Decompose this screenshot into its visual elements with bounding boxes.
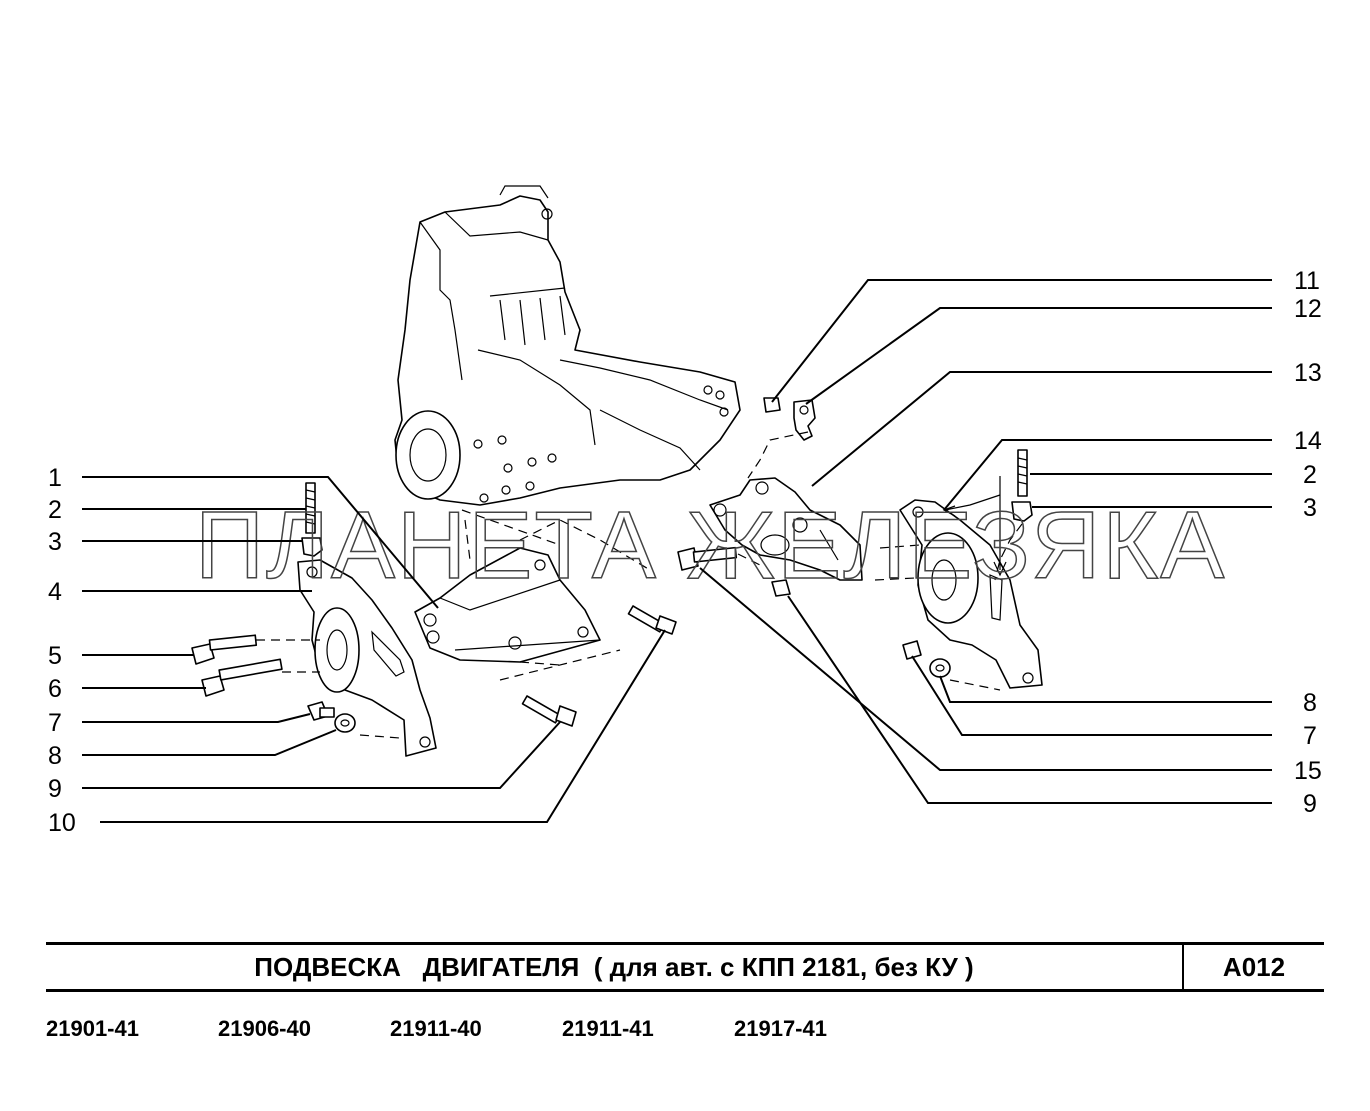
callout-left-9: 9 <box>48 775 62 803</box>
left-callouts: 1 2 3 4 5 6 7 8 9 10 <box>48 464 76 837</box>
model-code: 21906-40 <box>218 1016 311 1041</box>
right-small-bolt-7 <box>902 640 922 660</box>
clip-12 <box>793 399 816 441</box>
right-leader-lines <box>699 279 1272 804</box>
model-code: 21911-41 <box>562 1016 654 1041</box>
left-leader-lines <box>82 476 666 823</box>
diagram-code: А012 <box>1222 952 1286 982</box>
right-stud <box>1017 449 1028 497</box>
right-washer-8 <box>929 658 951 678</box>
callout-left-1: 1 <box>48 464 62 492</box>
right-nut-9 <box>771 579 791 597</box>
right-bolt-15 <box>677 546 738 571</box>
page-title: ПОДВЕСКА ДВИГАТЕЛЯ ( для авт. с КПП 2181… <box>254 952 974 982</box>
callout-right-2: 2 <box>1303 461 1317 489</box>
callout-left-4: 4 <box>48 578 62 606</box>
left-washer-8 <box>334 713 356 733</box>
callout-left-2: 2 <box>48 496 62 524</box>
right-transmission-bracket <box>709 477 863 581</box>
callout-right-3: 3 <box>1303 494 1317 522</box>
right-arrow <box>993 476 1007 577</box>
callout-right-9: 9 <box>1303 790 1317 818</box>
left-engine-mount <box>297 559 437 757</box>
callout-right-11: 11 <box>1294 267 1320 295</box>
engine-gearbox-assembly <box>394 185 741 506</box>
right-mount-support <box>899 499 1043 689</box>
callout-left-6: 6 <box>48 675 62 703</box>
left-bolt-10 <box>627 605 677 635</box>
right-callouts: 11 12 13 14 2 3 8 7 15 9 <box>1294 267 1322 818</box>
title-bar: ПОДВЕСКА ДВИГАТЕЛЯ ( для авт. с КПП 2181… <box>46 942 1324 992</box>
callout-left-3: 3 <box>48 528 62 556</box>
model-list: 21901-41 21906-40 21911-40 21911-41 2191… <box>46 1016 1046 1046</box>
callout-right-14: 14 <box>1294 427 1322 455</box>
right-assembly-dash-lines <box>737 431 1023 691</box>
callout-left-8: 8 <box>48 742 62 770</box>
callout-right-8: 8 <box>1303 689 1317 717</box>
left-small-bolt-7 <box>307 701 335 721</box>
title-divider <box>1182 945 1184 989</box>
left-nut <box>301 537 323 557</box>
model-code: 21917-41 <box>734 1016 827 1041</box>
callout-right-15: 15 <box>1294 757 1322 785</box>
left-upper-bracket <box>414 547 601 663</box>
watermark: ПЛАНЕТА ЖЕЛЕЗЯКА <box>195 492 1226 599</box>
left-bolt-6 <box>201 658 283 697</box>
model-code: 21901-41 <box>46 1016 139 1041</box>
left-bolt-5 <box>191 634 258 665</box>
callout-right-7: 7 <box>1303 722 1317 750</box>
callout-left-10: 10 <box>48 809 76 837</box>
callout-right-13: 13 <box>1294 359 1322 387</box>
left-assembly-dash-lines <box>256 509 651 739</box>
model-code: 21911-40 <box>390 1016 482 1041</box>
right-nut <box>1011 501 1033 522</box>
callout-left-7: 7 <box>48 709 62 737</box>
callout-left-5: 5 <box>48 642 62 670</box>
small-bolt-11 <box>763 397 781 413</box>
callout-right-12: 12 <box>1294 295 1322 323</box>
left-bolt-9 <box>521 695 577 727</box>
